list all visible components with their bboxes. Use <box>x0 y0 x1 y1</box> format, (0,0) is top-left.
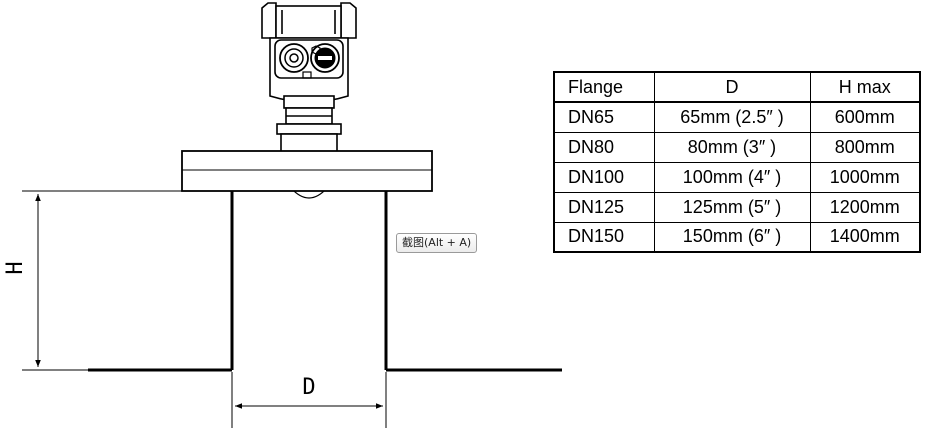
cell-h-max: 1200mm <box>809 191 921 223</box>
diameter-dimension <box>231 372 387 428</box>
header-flange: Flange <box>553 71 655 103</box>
cell-d: 80mm (3″ ) <box>653 131 811 163</box>
header-d: D <box>653 71 811 103</box>
screenshot-tooltip: 截图(Alt + A) <box>396 233 478 253</box>
cell-d: 125mm (5″ ) <box>653 191 811 223</box>
table-row: DN125 125mm (5″ ) 1200mm <box>553 191 921 223</box>
table-row: DN65 65mm (2.5″ ) 600mm <box>553 101 921 133</box>
cell-flange: DN80 <box>553 131 655 163</box>
cell-h-max: 1000mm <box>809 161 921 193</box>
table-row: DN150 150mm (6″ ) 1400mm <box>553 221 921 253</box>
cable-gland-icon <box>310 43 340 73</box>
connector-icon <box>302 45 321 79</box>
height-label: H <box>3 261 28 274</box>
table-row: DN100 100mm (4″ ) 1000mm <box>553 161 921 193</box>
cell-flange: DN150 <box>553 221 655 253</box>
cell-d: 150mm (6″ ) <box>653 221 811 253</box>
header-h-max: H max <box>809 71 921 103</box>
flange-plate <box>181 150 433 192</box>
cell-flange: DN125 <box>553 191 655 223</box>
cell-h-max: 600mm <box>809 101 921 133</box>
cell-d: 65mm (2.5″ ) <box>653 101 811 133</box>
diameter-label: D <box>302 375 315 400</box>
cell-h-max: 1400mm <box>809 221 921 253</box>
flange-spec-table: Flange D H max DN65 65mm (2.5″ ) 600mm D… <box>553 71 921 253</box>
cell-d: 100mm (4″ ) <box>653 161 811 193</box>
cell-flange: DN65 <box>553 101 655 133</box>
cell-flange: DN100 <box>553 161 655 193</box>
cell-h-max: 800mm <box>809 131 921 163</box>
nozzle-walls <box>88 191 562 372</box>
table-row: DN80 80mm (3″ ) 800mm <box>553 131 921 163</box>
table-header-row: Flange D H max <box>553 71 921 103</box>
display-icon <box>279 43 309 73</box>
height-dimension <box>22 190 182 371</box>
